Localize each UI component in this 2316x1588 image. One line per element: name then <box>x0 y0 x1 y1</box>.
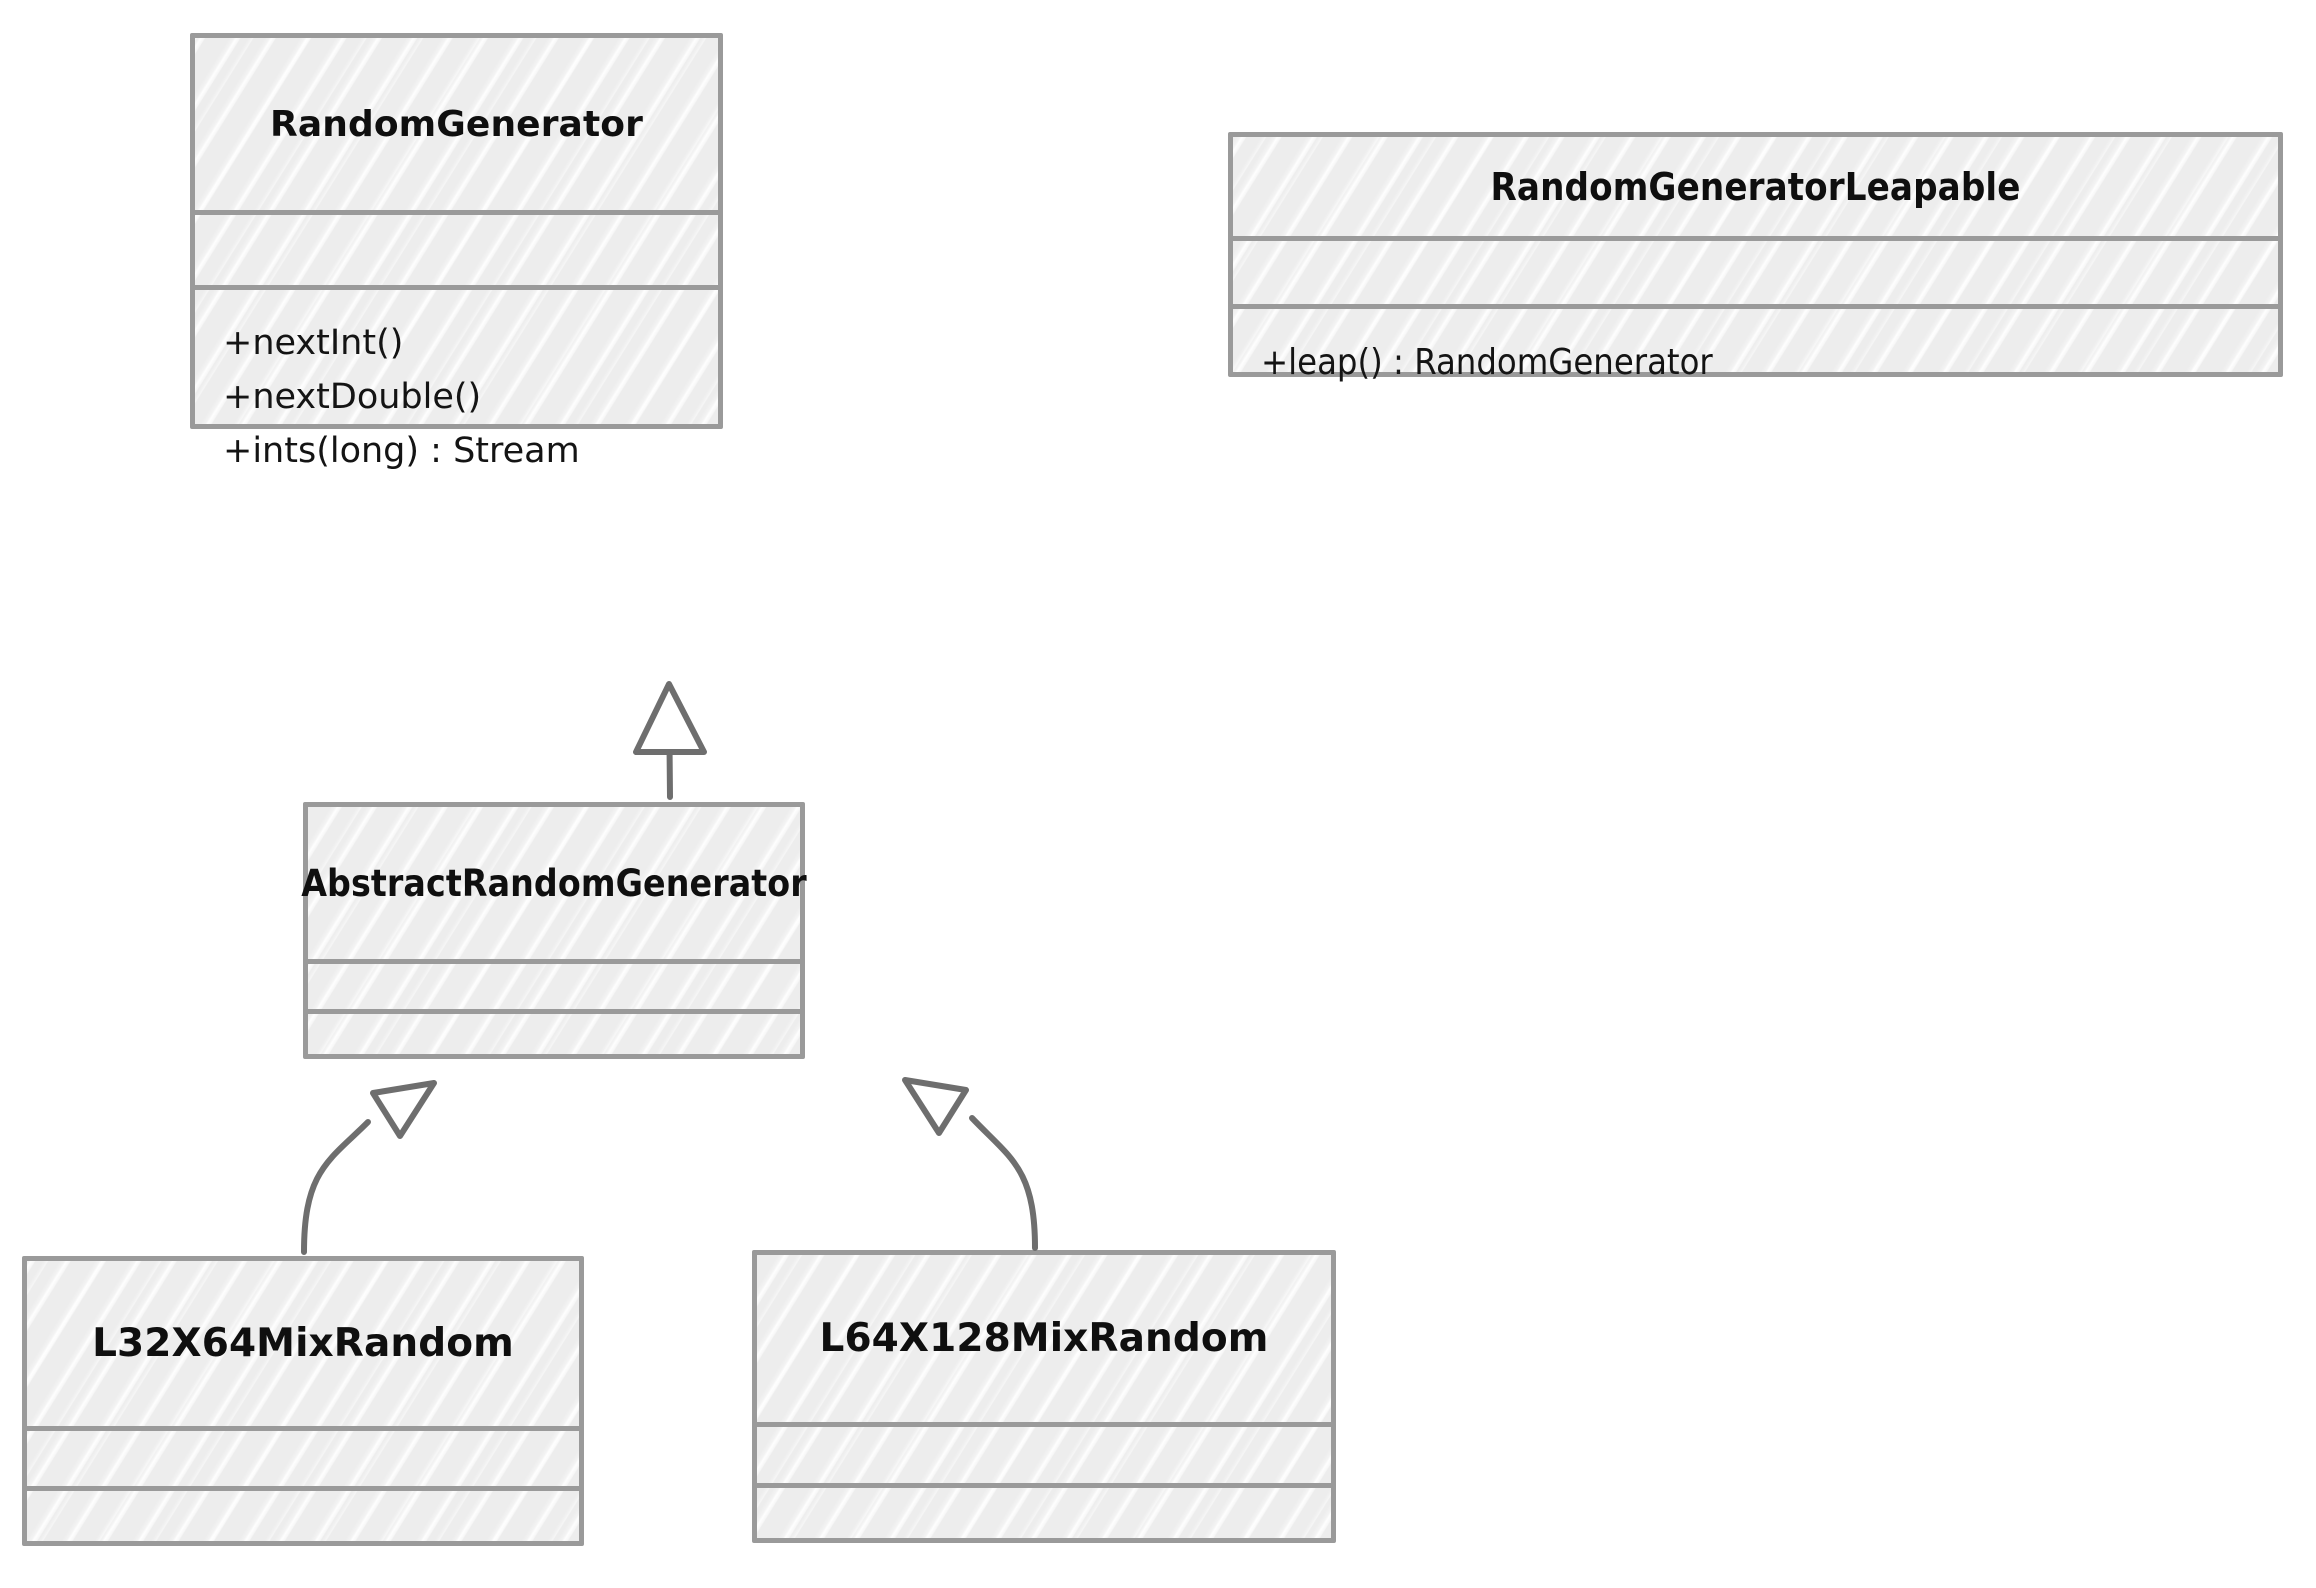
class-attributes-random-generator-leapable <box>1233 241 2278 304</box>
class-divider-methods <box>1233 304 2278 309</box>
class-attributes-l64x128mixrandom <box>757 1427 1331 1483</box>
method-item: +nextInt() <box>223 323 404 363</box>
class-divider-methods <box>757 1483 1331 1488</box>
class-attributes-l32x64mixrandom <box>27 1431 579 1486</box>
class-methods-l64x128mixrandom <box>757 1488 1331 1544</box>
class-attributes-random-generator <box>195 215 718 285</box>
class-name-text: L64X128MixRandom <box>819 1316 1269 1361</box>
class-divider-methods <box>195 285 718 290</box>
class-name-text: AbstractRandomGenerator <box>301 861 807 905</box>
class-divider-attributes <box>308 959 800 964</box>
class-attributes-abstract-random-generator <box>308 964 800 1009</box>
generalization-l64-to-abstract <box>902 1077 1038 1251</box>
class-name-text: L32X64MixRandom <box>92 1321 514 1366</box>
class-methods-random-generator: +nextInt() +nextDouble() +ints(long) : S… <box>195 290 718 469</box>
class-name-text: RandomGeneratorLeapable <box>1490 164 2021 209</box>
class-title-random-generator-leapable: RandomGeneratorLeapable <box>1233 137 2278 236</box>
class-divider-attributes <box>27 1426 579 1431</box>
class-divider-methods <box>27 1486 579 1491</box>
class-name-text: RandomGenerator <box>270 103 643 145</box>
class-box-random-generator[interactable]: RandomGenerator +nextInt() +nextDouble()… <box>190 33 723 469</box>
method-item: +ints(long) : Stream <box>223 431 580 471</box>
method-item: +leap() : RandomGenerator <box>1261 342 1713 383</box>
class-box-l32x64mixrandom[interactable]: L32X64MixRandom <box>22 1256 584 1546</box>
class-divider-attributes <box>195 210 718 215</box>
class-title-l64x128mixrandom: L64X128MixRandom <box>757 1255 1331 1422</box>
class-divider-methods <box>308 1009 800 1014</box>
generalization-abstract-to-random-generator <box>633 681 707 800</box>
class-box-l64x128mixrandom[interactable]: L64X128MixRandom <box>752 1250 1336 1543</box>
class-divider-attributes <box>757 1422 1331 1427</box>
class-box-random-generator-leapable[interactable]: RandomGeneratorLeapable +leap() : Random… <box>1228 132 2283 381</box>
class-title-abstract-random-generator: AbstractRandomGenerator <box>301 807 807 959</box>
class-divider-attributes <box>1233 236 2278 241</box>
class-methods-random-generator-leapable: +leap() : RandomGenerator <box>1233 309 2278 409</box>
method-item: +nextDouble() <box>223 377 482 417</box>
class-methods-abstract-random-generator <box>308 1014 800 1059</box>
class-methods-l32x64mixrandom <box>27 1491 579 1546</box>
class-title-random-generator: RandomGenerator <box>195 38 718 210</box>
class-title-l32x64mixrandom: L32X64MixRandom <box>27 1261 579 1426</box>
generalization-l32-to-abstract <box>301 1080 437 1255</box>
class-box-abstract-random-generator[interactable]: AbstractRandomGenerator <box>301 802 807 1059</box>
